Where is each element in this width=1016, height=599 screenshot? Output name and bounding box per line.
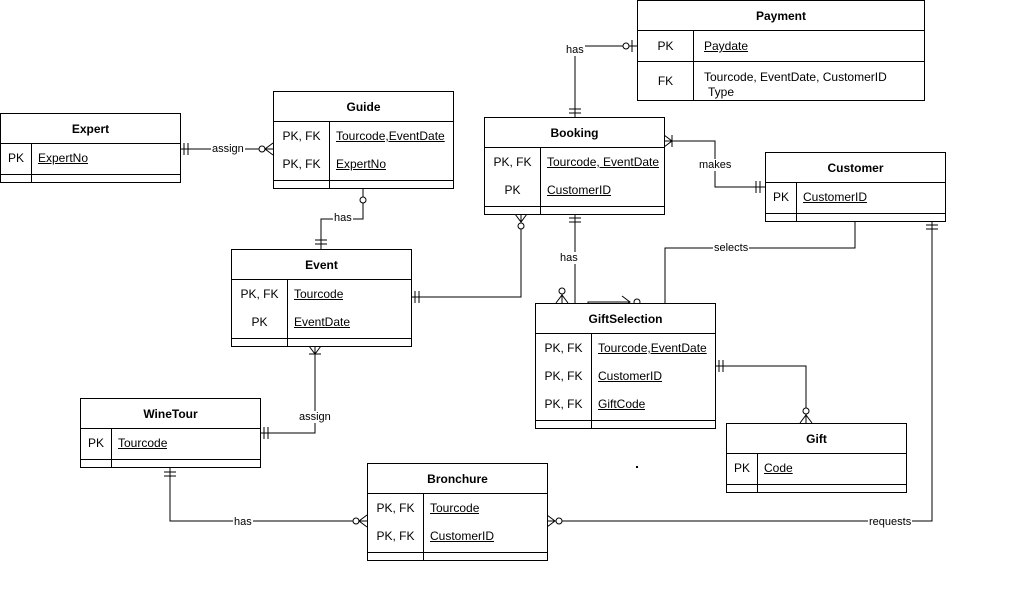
line-booking-event <box>411 214 522 298</box>
entity-title: Customer <box>766 153 945 183</box>
label-customer-giftselection: selects <box>713 242 750 254</box>
attribute-eventdate: EventDate <box>294 315 351 329</box>
entity-customer[interactable]: Customer PK CustomerID <box>765 152 946 222</box>
key-label: PK <box>251 315 268 329</box>
entity-booking[interactable]: Booking PK, FK Tourcode, EventDate PK Cu… <box>484 117 665 215</box>
label-booking-giftselection: has <box>559 252 579 264</box>
key-label: PK, FK <box>282 129 321 143</box>
attribute-type: Type <box>708 85 735 99</box>
stray-dot <box>636 466 638 468</box>
attribute-tourcode-eventdate: Tourcode,EventDate <box>598 341 707 355</box>
key-label: PK, FK <box>544 341 583 355</box>
entity-bronchure[interactable]: Bronchure PK, FK Tourcode PK, FK Custome… <box>367 463 548 561</box>
line-giftselection-gift <box>715 365 807 423</box>
attribute-tourcode: Tourcode <box>118 436 168 450</box>
key-label: PK, FK <box>376 501 415 515</box>
attribute-expertno: ExpertNo <box>38 151 89 165</box>
attribute-tourcode-eventdate: Tourcode, EventDate <box>547 155 660 169</box>
label-winetour-event: assign <box>298 411 332 423</box>
entity-event[interactable]: Event PK, FK Tourcode PK EventDate <box>231 249 412 347</box>
attribute-giftcode: GiftCode <box>598 397 646 411</box>
entity-title: Bronchure <box>368 464 547 494</box>
label-booking-customer: makes <box>698 159 733 171</box>
attribute-customerid: CustomerID <box>803 190 868 204</box>
attribute-expertno: ExpertNo <box>336 157 387 171</box>
key-label: PK <box>733 461 750 475</box>
entity-title: Event <box>232 250 411 280</box>
attribute-foreign-keys: Tourcode, EventDate, CustomerID <box>704 70 887 84</box>
entity-winetour[interactable]: WineTour PK Tourcode <box>80 398 261 468</box>
key-label: PK, FK <box>240 287 279 301</box>
key-label: PK <box>87 436 104 450</box>
key-label: PK, FK <box>493 155 532 169</box>
attribute-code: Code <box>764 461 793 475</box>
label-expert-guide: assign <box>211 143 245 155</box>
attribute-tourcode-eventdate: Tourcode,EventDate <box>336 129 445 143</box>
label-payment-booking: has <box>565 44 585 56</box>
key-label: FK <box>657 74 674 88</box>
entity-title: Booking <box>485 118 664 148</box>
entity-title: Guide <box>274 92 453 122</box>
entity-title: GiftSelection <box>536 304 715 334</box>
line-winetour-event <box>260 346 316 434</box>
key-label: PK <box>657 39 674 53</box>
line-customer-giftselection <box>664 221 856 303</box>
entity-title: Expert <box>1 114 180 144</box>
line-payment-booking <box>574 45 637 117</box>
attribute-paydate: Paydate <box>704 39 749 53</box>
entity-title: WineTour <box>81 399 260 429</box>
entity-giftselection[interactable]: GiftSelection PK, FK Tourcode,EventDate … <box>535 303 716 429</box>
entity-expert[interactable]: Expert PK ExpertNo <box>0 113 181 183</box>
key-label: PK <box>504 183 521 197</box>
attribute-customerid: CustomerID <box>547 183 612 197</box>
attribute-tourcode: Tourcode <box>430 501 480 515</box>
entity-guide[interactable]: Guide PK, FK Tourcode,EventDate PK, FK E… <box>273 91 454 189</box>
attribute-tourcode: Tourcode <box>294 287 344 301</box>
attribute-customerid: CustomerID <box>598 369 663 383</box>
key-label: PK, FK <box>282 157 321 171</box>
line-winetour-bronchure <box>169 468 367 522</box>
label-guide-event: has <box>333 212 353 224</box>
entity-gift[interactable]: Gift PK Code <box>726 423 907 493</box>
label-winetour-bronchure: has <box>233 516 253 528</box>
key-label: PK <box>7 151 24 165</box>
entity-payment[interactable]: Payment PK Paydate FK Tourcode, EventDat… <box>637 0 925 101</box>
entity-title: Gift <box>727 424 906 454</box>
key-label: PK <box>772 190 789 204</box>
label-customer-bronchure: requests <box>868 516 913 528</box>
entity-title: Payment <box>638 1 924 31</box>
key-label: PK, FK <box>544 369 583 383</box>
line-customer-bronchure <box>547 221 933 522</box>
key-label: PK, FK <box>544 397 583 411</box>
key-label: PK, FK <box>376 529 415 543</box>
attribute-customerid: CustomerID <box>430 529 495 543</box>
